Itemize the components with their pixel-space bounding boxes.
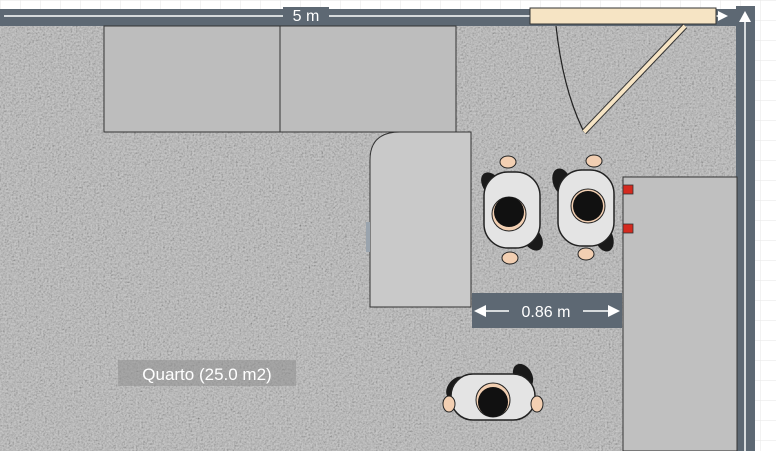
- wall-cabinets[interactable]: [103, 25, 457, 133]
- room-label-text: Quarto (25.0 m2): [142, 365, 271, 384]
- island-handle: [366, 222, 370, 252]
- arrow-left-icon: [474, 305, 486, 317]
- arrow-right-icon: [608, 305, 620, 317]
- door-leaf-open: [582, 24, 687, 134]
- person-topview-icon[interactable]: [442, 360, 544, 421]
- wall-dimension-label: 5 m: [293, 8, 320, 25]
- door[interactable]: [529, 7, 717, 135]
- kitchen-island[interactable]: [369, 131, 472, 308]
- outlet-marker-top[interactable]: [622, 184, 634, 195]
- room-label[interactable]: Quarto (25.0 m2): [118, 360, 296, 386]
- door-swing-arc: [555, 25, 585, 133]
- door-leaf-closed: [529, 7, 717, 25]
- right-dimension-line: [736, 6, 755, 451]
- clearance-dimension[interactable]: 0.86 m: [472, 293, 622, 328]
- right-counter[interactable]: [622, 176, 738, 452]
- person-topview-icon[interactable]: [549, 154, 617, 261]
- arrow-up-icon: [739, 11, 751, 22]
- outlet-marker-bottom[interactable]: [622, 223, 634, 234]
- clearance-dimension-label: 0.86 m: [522, 304, 571, 321]
- person-topview-icon[interactable]: [477, 155, 548, 265]
- arrow-right-icon: [718, 11, 728, 21]
- cabinet-left[interactable]: [103, 25, 281, 133]
- cabinet-right[interactable]: [279, 25, 457, 133]
